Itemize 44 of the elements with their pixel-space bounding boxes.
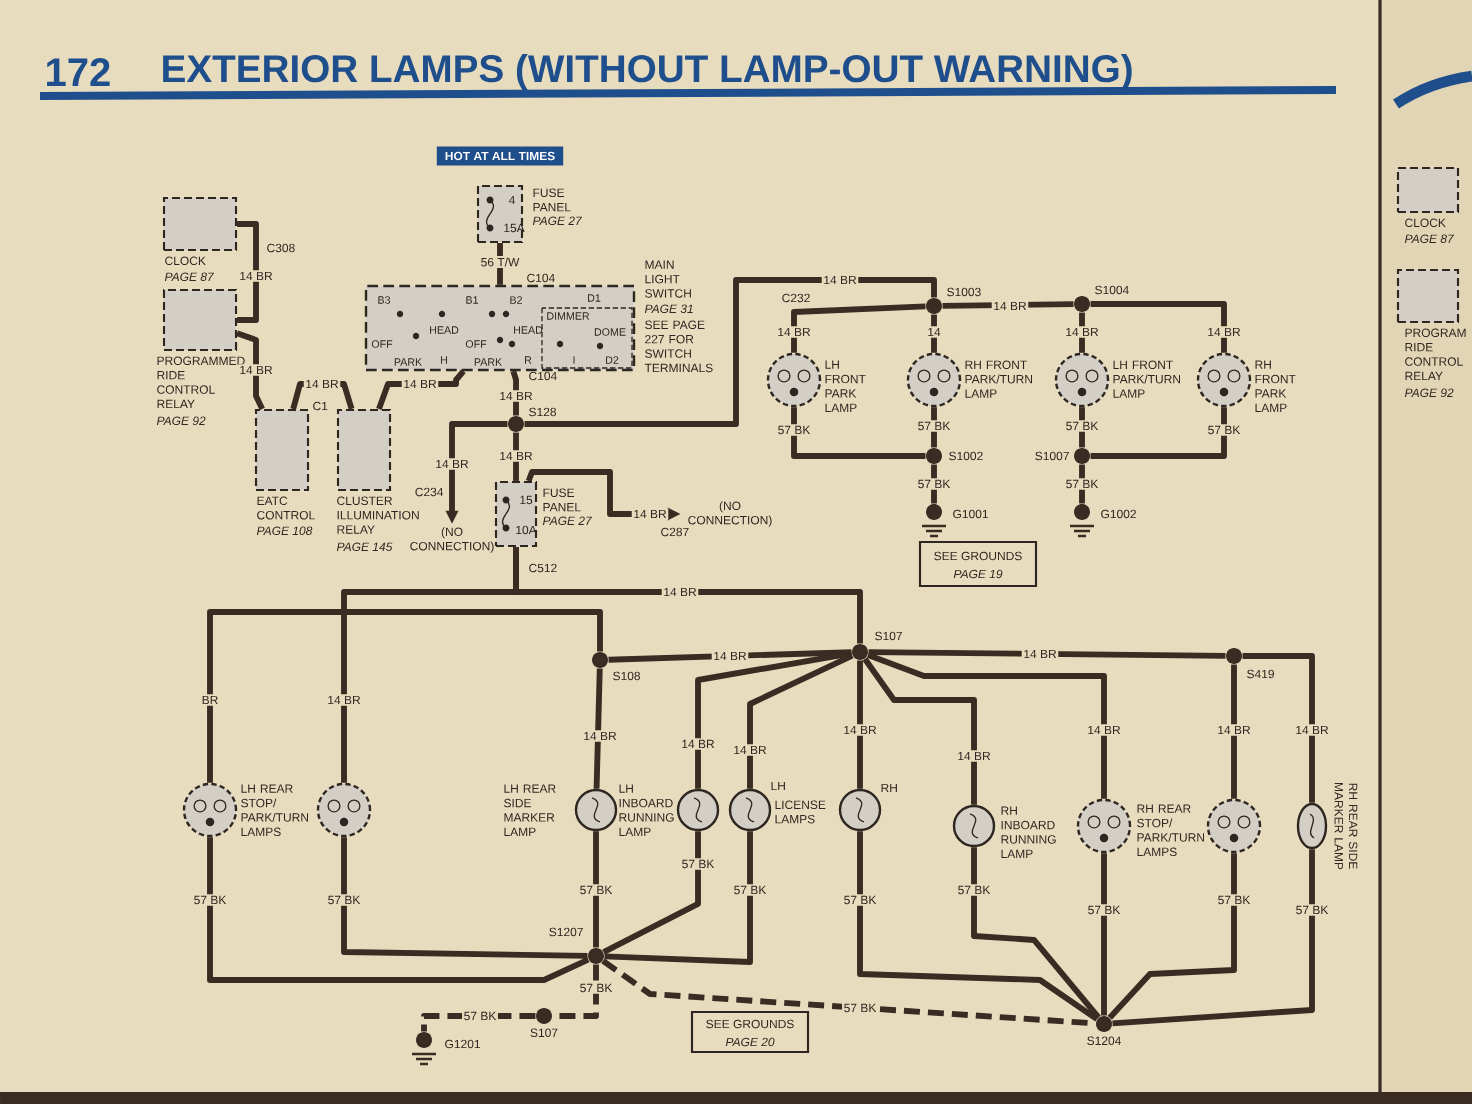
wire [593,668,603,789]
wire [341,837,588,959]
wire [593,831,599,948]
wire [971,847,1101,1020]
lamp-symbol [316,782,372,838]
wire [1090,407,1227,459]
wire [421,1013,536,1032]
wire [931,314,937,353]
wire [695,650,853,789]
wire [857,831,1099,1022]
wire [931,464,937,504]
wire [510,370,519,416]
wire [237,221,259,323]
wire [1101,853,1107,1016]
title: EXTERIOR LAMPS (WITHOUT LAMP-OUT WARNING) [163,53,1132,90]
wire [1231,664,1237,799]
wire [513,547,863,644]
wire [513,432,519,481]
wire [290,381,355,410]
wire [1079,312,1085,353]
wire [1107,853,1237,1020]
wire [791,303,926,353]
wire [866,652,1107,799]
wire [207,837,590,983]
wire [1112,849,1315,1027]
wire [602,831,701,955]
wire [608,649,852,663]
wire [524,277,937,427]
wire [747,652,854,789]
wire [604,831,753,965]
page-number: 172 [47,58,110,86]
wire [942,301,1074,309]
lamp-symbol [1206,798,1262,854]
wire [236,330,265,411]
wire [791,407,926,459]
wire [868,649,1226,659]
wire [1242,653,1315,803]
wire [857,660,863,789]
wire [1090,301,1227,353]
wire [931,407,937,448]
wire [207,609,603,783]
wire [1079,464,1085,504]
wire [862,657,977,805]
wire [1079,407,1085,448]
